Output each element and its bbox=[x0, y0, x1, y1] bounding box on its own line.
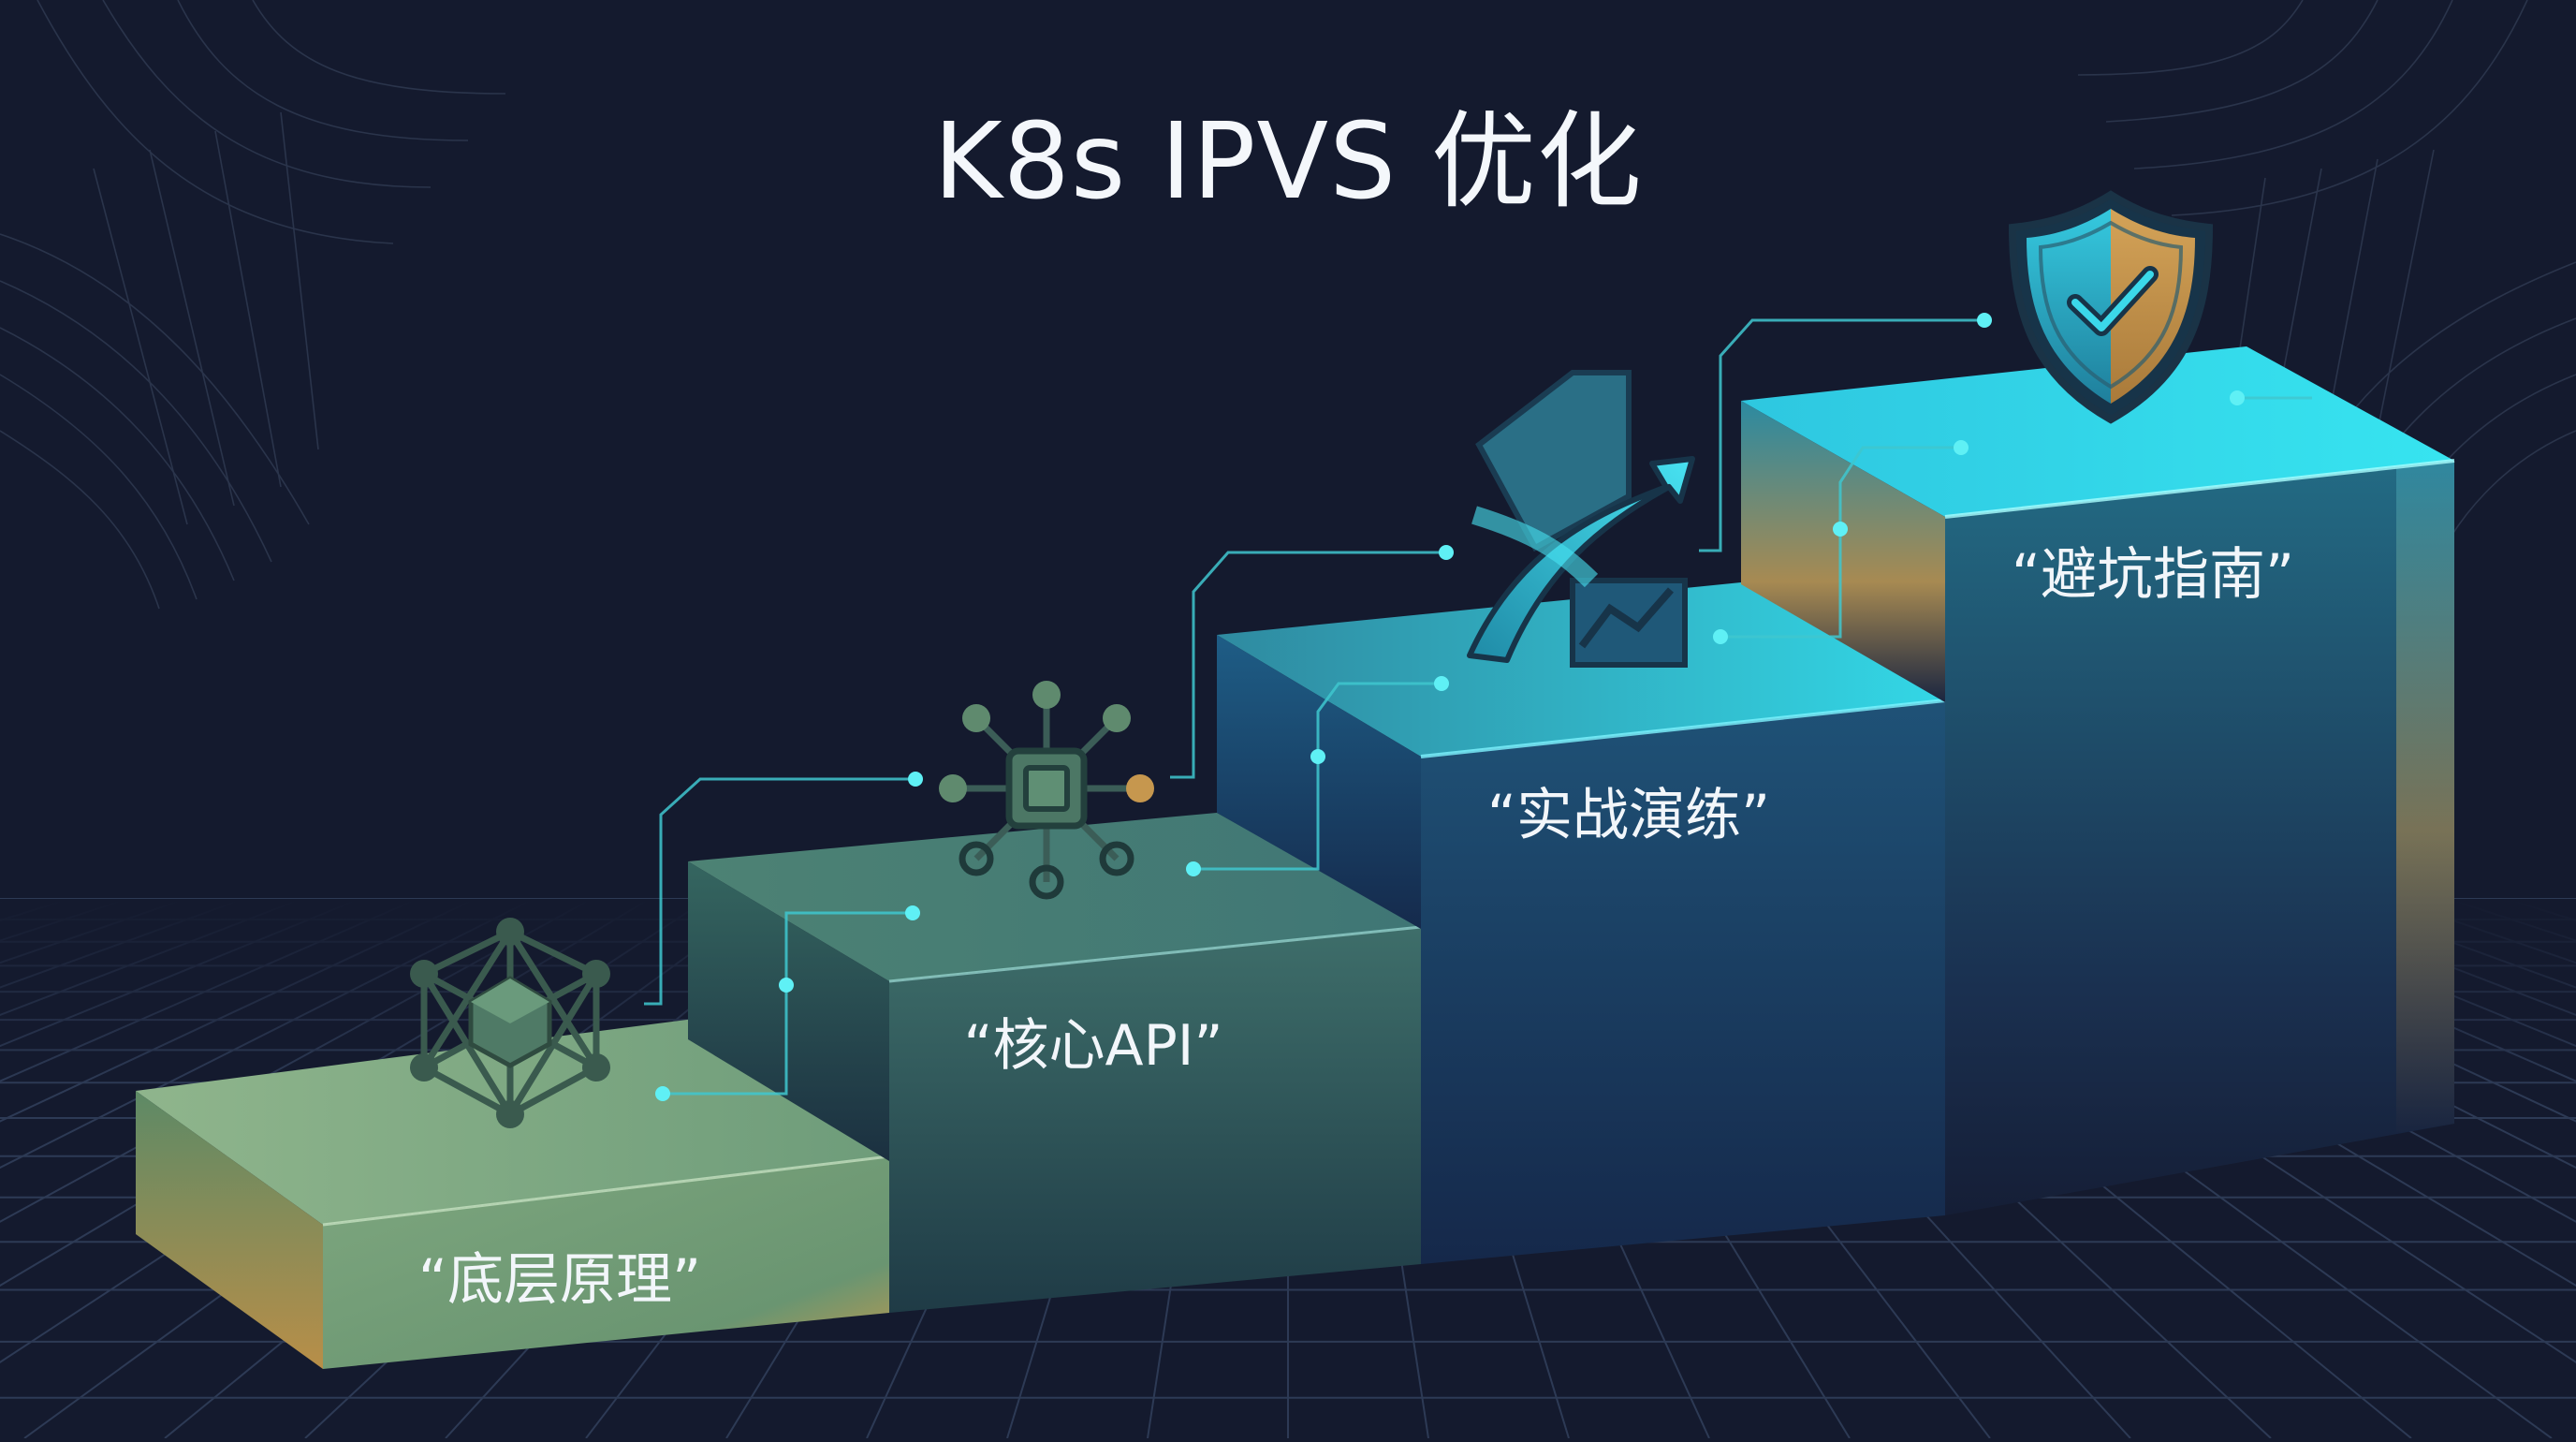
network-node-icon bbox=[410, 918, 610, 1128]
step-3-label: “实战演练” bbox=[1486, 783, 1771, 848]
circuit-connectors bbox=[644, 318, 2312, 1096]
step-3-block bbox=[1217, 582, 1946, 1264]
step-2-block bbox=[688, 813, 1422, 1313]
shield-check-icon bbox=[2008, 190, 2214, 424]
step-4-block bbox=[1741, 346, 2455, 1215]
page-title: K8s IPVS 优化 bbox=[933, 101, 1643, 223]
circuit-dots bbox=[655, 313, 2245, 1101]
step-2-label: “核心API” bbox=[963, 1013, 1223, 1079]
growth-arrow-icon bbox=[1467, 370, 1695, 668]
chip-hub-icon bbox=[939, 681, 1154, 900]
step-1-label: “底层原理” bbox=[417, 1247, 702, 1313]
step-4-label: “避坑指南” bbox=[2011, 542, 2295, 608]
